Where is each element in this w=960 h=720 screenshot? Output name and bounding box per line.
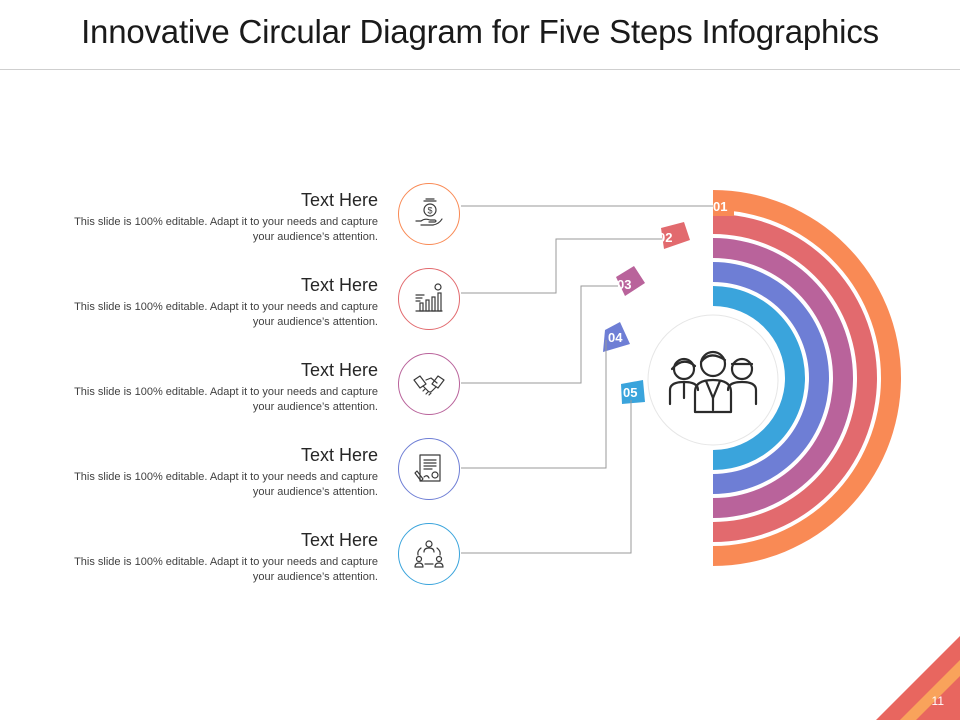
page-number: 11	[931, 694, 944, 708]
step-description-1: This slide is 100% editable. Adapt it to…	[74, 216, 378, 243]
step-text-2: Text Here This slide is 100% editable. A…	[58, 275, 378, 330]
step-description-2: This slide is 100% editable. Adapt it to…	[74, 301, 378, 328]
connector-step-2	[461, 238, 662, 294]
tab-step-1	[713, 196, 734, 216]
team-people-icon	[668, 350, 758, 414]
tab-step-2	[661, 222, 690, 249]
step-number-2: 02	[658, 230, 672, 245]
step-icon-circle-3	[398, 353, 460, 415]
arc-step-1	[713, 190, 901, 566]
connector-step-4	[461, 340, 607, 469]
step-icon-circle-4	[398, 438, 460, 500]
money-hand-icon: $	[415, 198, 443, 226]
arc-step-3	[713, 238, 853, 518]
step-heading-3: Text Here	[300, 360, 378, 380]
corner-stripe	[900, 660, 960, 720]
team-network-icon	[414, 540, 444, 568]
page-title: Innovative Circular Diagram for Five Ste…	[81, 13, 879, 50]
step-description-4: This slide is 100% editable. Adapt it to…	[74, 471, 378, 498]
step-text-5: Text Here This slide is 100% editable. A…	[58, 530, 378, 585]
tab-step-5	[621, 380, 645, 404]
step-number-1: 01	[713, 199, 727, 214]
growth-chart-icon	[415, 283, 443, 312]
contract-sign-icon	[414, 454, 441, 482]
connector-step-5	[461, 400, 632, 554]
tab-step-3	[616, 266, 645, 296]
corner-decoration	[876, 636, 960, 720]
arc-step-2	[713, 214, 877, 542]
connector-lines	[461, 205, 713, 554]
step-description-3: This slide is 100% editable. Adapt it to…	[74, 386, 378, 413]
step-number-3: 03	[617, 277, 631, 292]
step-number-5: 05	[623, 385, 637, 400]
step-icon-circle-1: $	[398, 183, 460, 245]
step-icon-circle-2	[398, 268, 460, 330]
arc-step-5	[713, 286, 805, 470]
step-text-1: Text Here This slide is 100% editable. A…	[58, 190, 378, 245]
svg-text:$: $	[428, 206, 433, 216]
handshake-icon	[413, 375, 445, 396]
step-icon-circle-5	[398, 523, 460, 585]
step-number-4: 04	[608, 330, 623, 345]
arc-step-4	[713, 262, 829, 494]
step-heading-2: Text Here	[300, 275, 378, 295]
connector-step-3	[461, 285, 618, 384]
step-heading-1: Text Here	[300, 190, 378, 210]
step-text-3: Text Here This slide is 100% editable. A…	[58, 360, 378, 415]
title-bar: Innovative Circular Diagram for Five Ste…	[0, 0, 960, 70]
tab-step-4	[603, 322, 630, 352]
step-text-4: Text Here This slide is 100% editable. A…	[58, 445, 378, 500]
step-description-5: This slide is 100% editable. Adapt it to…	[74, 556, 378, 583]
step-heading-5: Text Here	[300, 530, 378, 550]
step-heading-4: Text Here	[300, 445, 378, 465]
